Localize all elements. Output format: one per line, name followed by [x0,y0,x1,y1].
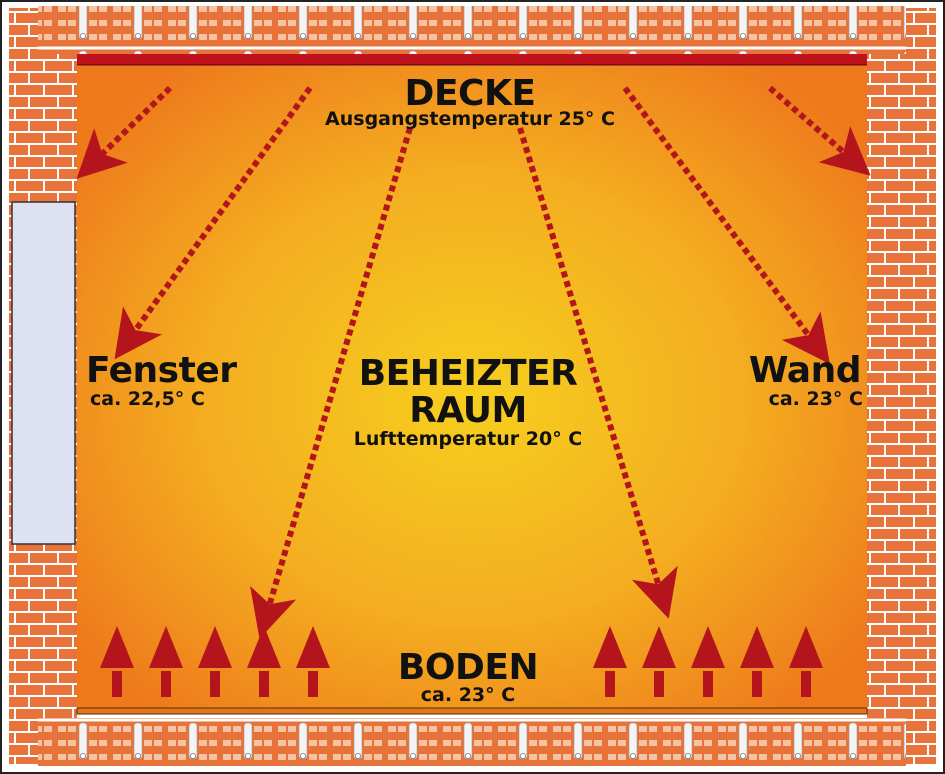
right-brick-wall [867,8,936,764]
dotted-arrow-icon [622,86,830,365]
radiation-arrows [76,85,871,639]
floor-edge-line [76,707,868,715]
window-temperature: ca. 22,5° C [90,388,205,410]
wall-title: Wand [748,350,862,391]
convection-arrows [100,626,823,697]
up-arrow-icon [149,626,183,697]
up-arrow-icon [740,626,774,697]
floor-title: BODEN [397,647,539,688]
ceiling-title: DECKE [404,73,536,114]
ceiling-heating-strip [77,54,867,65]
dotted-arrow-icon [114,86,313,360]
dotted-arrow-icon [517,127,678,619]
room-air-temperature: Lufttemperatur 20° C [353,428,583,450]
up-arrow-icon [296,626,330,697]
room-title-line2: RAUM [409,390,527,431]
up-arrow-icon [593,626,627,697]
floor-slab [38,718,906,766]
up-arrow-icon [691,626,725,697]
dotted-arrow-icon [76,85,173,179]
up-arrow-icon [198,626,232,697]
up-arrow-icon [100,626,134,697]
window [11,201,76,545]
up-arrow-icon [247,626,281,697]
window-title: Fenster [86,350,237,391]
dotted-arrow-icon [768,85,871,176]
heated-room-area [77,54,867,714]
room-title-line1: BEHEIZTER [358,353,578,394]
up-arrow-icon [789,626,823,697]
up-arrow-icon [642,626,676,697]
wall-temperature: ca. 23° C [768,388,863,410]
dotted-arrow-icon [250,127,413,639]
floor-temperature: ca. 23° C [420,684,516,706]
ceiling-temperature: Ausgangstemperatur 25° C [325,108,615,130]
ceiling-slab [38,6,906,54]
